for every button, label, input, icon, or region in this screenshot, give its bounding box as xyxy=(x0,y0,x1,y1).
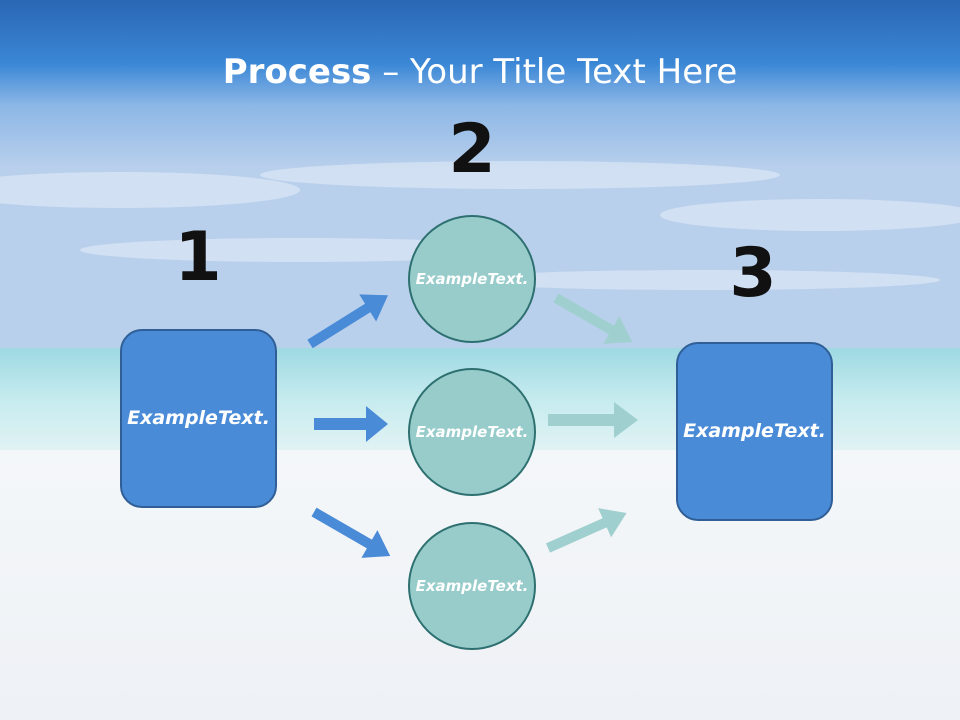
step-number-2: 2 xyxy=(448,110,496,189)
step-number-1: 1 xyxy=(174,218,222,297)
arrow-left-to-mid xyxy=(314,406,388,442)
page-title: Process – Your Title Text Here xyxy=(0,52,960,92)
teal-arrows xyxy=(545,293,638,553)
blue-arrows xyxy=(307,294,391,558)
title-rest: – Your Title Text Here xyxy=(371,52,738,92)
arrow-top-to-right xyxy=(553,293,633,344)
arrow-left-to-bottom xyxy=(311,507,391,558)
arrow-bottom-to-right xyxy=(545,508,627,553)
arrow-mid-to-right xyxy=(548,402,638,438)
arrow-left-to-top xyxy=(307,294,389,349)
step-number-3: 3 xyxy=(729,234,777,313)
title-bold: Process xyxy=(222,52,372,92)
